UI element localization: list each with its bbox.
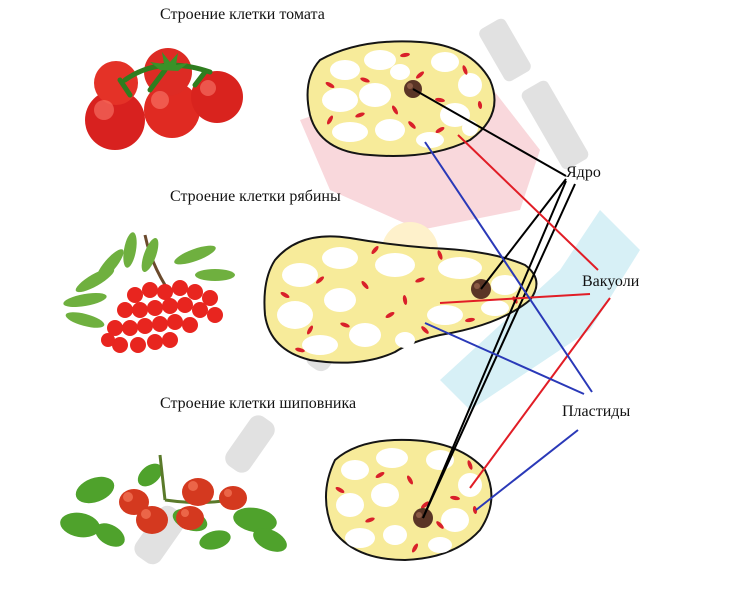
rose-vacuoles bbox=[336, 448, 482, 553]
tomato-vacuoles bbox=[322, 50, 482, 148]
rowan-vacuole-line bbox=[439, 293, 591, 304]
rowan-plastid-line bbox=[424, 322, 585, 395]
vacuole-connectors bbox=[439, 134, 611, 489]
rowan-berries-icon bbox=[63, 232, 235, 353]
rowan-cell-title: Строение клетки рябины bbox=[170, 188, 341, 205]
rowan-cell bbox=[263, 235, 538, 364]
nucleus-connectors bbox=[412, 88, 576, 519]
plastids-label: Пластиды bbox=[562, 403, 631, 420]
rose-nucleus-line-2 bbox=[422, 183, 576, 519]
rose-plastids bbox=[335, 460, 478, 553]
rose-cell-title: Строение клетки шиповника bbox=[160, 395, 357, 412]
tomato-bunch-icon bbox=[85, 48, 243, 150]
rose-vacuole-line bbox=[469, 297, 611, 489]
rose-plastid-line bbox=[475, 429, 579, 511]
tomato-cell bbox=[306, 40, 496, 157]
tomato-plastids bbox=[325, 52, 483, 134]
rose-cell bbox=[324, 438, 493, 562]
nucleus-label: Ядро bbox=[566, 164, 601, 181]
rosehip-icon bbox=[60, 454, 287, 552]
rose-nucleus-line bbox=[422, 180, 567, 519]
tomato-cell-title: Строение клетки томата bbox=[160, 6, 325, 23]
rowan-nucleus-line bbox=[480, 178, 567, 290]
tomato-vacuole-line bbox=[457, 134, 599, 271]
tomato-plastid-line bbox=[424, 141, 593, 393]
tomato-nucleus-line bbox=[412, 88, 567, 177]
rowan-vacuoles bbox=[277, 247, 519, 355]
vacuoles-label: Вакуоли bbox=[582, 273, 640, 290]
plastid-connectors bbox=[424, 141, 593, 511]
